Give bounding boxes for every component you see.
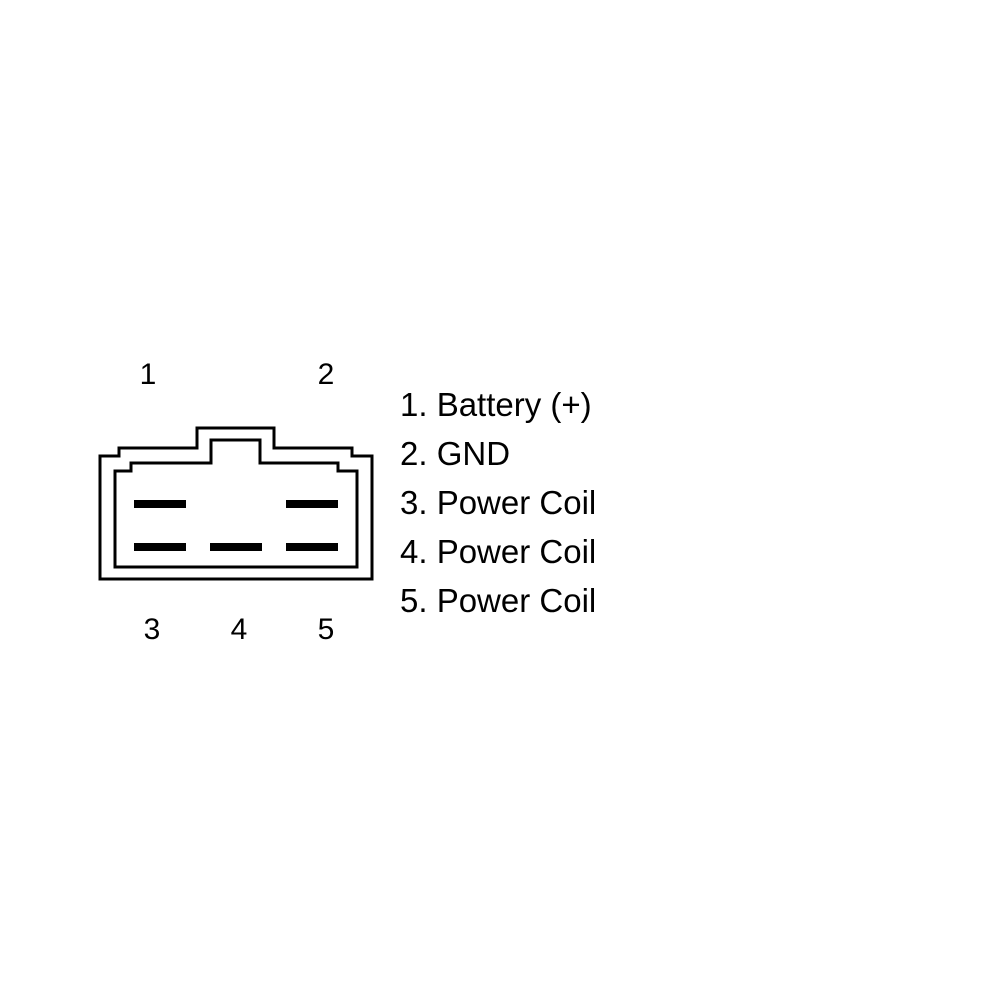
legend-item-pin-2: 2. GND (400, 435, 511, 472)
pin-number-5: 5 (318, 613, 335, 646)
terminal-pin-5 (286, 543, 338, 551)
terminal-pin-2 (286, 500, 338, 508)
connector-cavity-outline (113, 438, 359, 569)
pin-number-3: 3 (144, 613, 161, 646)
connector-housing-outline (98, 426, 374, 581)
terminal-pin-4 (210, 543, 262, 551)
pin-number-2: 2 (318, 358, 335, 391)
legend-item-pin-4: 4. Power Coil (400, 533, 597, 570)
pin-legend: 1. Battery (+) 2. GND 3. Power Coil 4. P… (400, 380, 596, 625)
legend-item-pin-5: 5. Power Coil (400, 582, 597, 619)
pin-number-4: 4 (231, 613, 248, 646)
terminal-pin-3 (134, 543, 186, 551)
legend-item-pin-3: 3. Power Coil (400, 484, 597, 521)
terminal-pin-1 (134, 500, 186, 508)
legend-item-pin-1: 1. Battery (+) (400, 386, 592, 423)
pin-number-1: 1 (140, 358, 157, 391)
